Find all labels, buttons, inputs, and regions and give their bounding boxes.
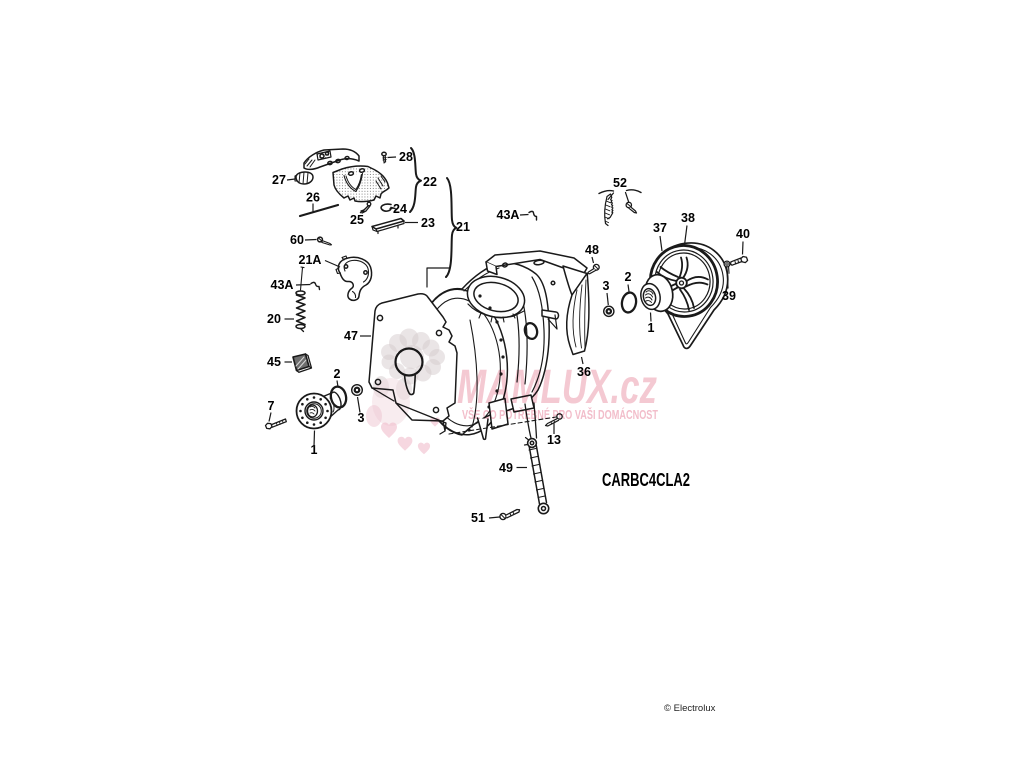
svg-text:23: 23 — [421, 216, 435, 230]
svg-text:38: 38 — [681, 211, 695, 225]
svg-text:1: 1 — [648, 321, 655, 335]
svg-text:MAMLUX.cz: MAMLUX.cz — [457, 361, 657, 414]
svg-text:60: 60 — [290, 233, 304, 247]
svg-text:7: 7 — [268, 399, 275, 413]
svg-text:43A: 43A — [497, 208, 520, 222]
svg-text:24: 24 — [393, 202, 407, 216]
svg-text:37: 37 — [653, 221, 667, 235]
svg-text:36: 36 — [577, 365, 591, 379]
svg-text:40: 40 — [736, 227, 750, 241]
svg-text:20: 20 — [267, 312, 281, 326]
svg-text:26: 26 — [306, 191, 320, 205]
svg-text:3: 3 — [358, 411, 365, 425]
svg-text:2: 2 — [334, 367, 341, 381]
svg-text:43A: 43A — [271, 278, 294, 292]
svg-text:51: 51 — [471, 511, 485, 525]
svg-text:39: 39 — [722, 289, 736, 303]
svg-text:22: 22 — [423, 175, 437, 189]
svg-text:2: 2 — [625, 270, 632, 284]
svg-text:52: 52 — [613, 176, 627, 190]
svg-text:21: 21 — [456, 220, 470, 234]
svg-text:13: 13 — [547, 433, 561, 447]
svg-text:VŠE CO POTŘEBNÉ PRO VAŠI DOMÁC: VŠE CO POTŘEBNÉ PRO VAŠI DOMÁCNOST — [462, 407, 658, 422]
svg-text:© Electrolux: © Electrolux — [664, 703, 716, 714]
svg-text:1: 1 — [311, 443, 318, 457]
svg-text:21A: 21A — [299, 253, 322, 267]
svg-text:48: 48 — [585, 243, 599, 257]
svg-text:3: 3 — [603, 279, 610, 293]
svg-text:27: 27 — [272, 173, 286, 187]
svg-text:CARBC4CLA2: CARBC4CLA2 — [602, 469, 690, 490]
svg-text:45: 45 — [267, 355, 281, 369]
svg-text:49: 49 — [499, 461, 513, 475]
svg-text:47: 47 — [344, 329, 358, 343]
svg-text:28: 28 — [399, 150, 413, 164]
svg-text:25: 25 — [350, 213, 364, 227]
